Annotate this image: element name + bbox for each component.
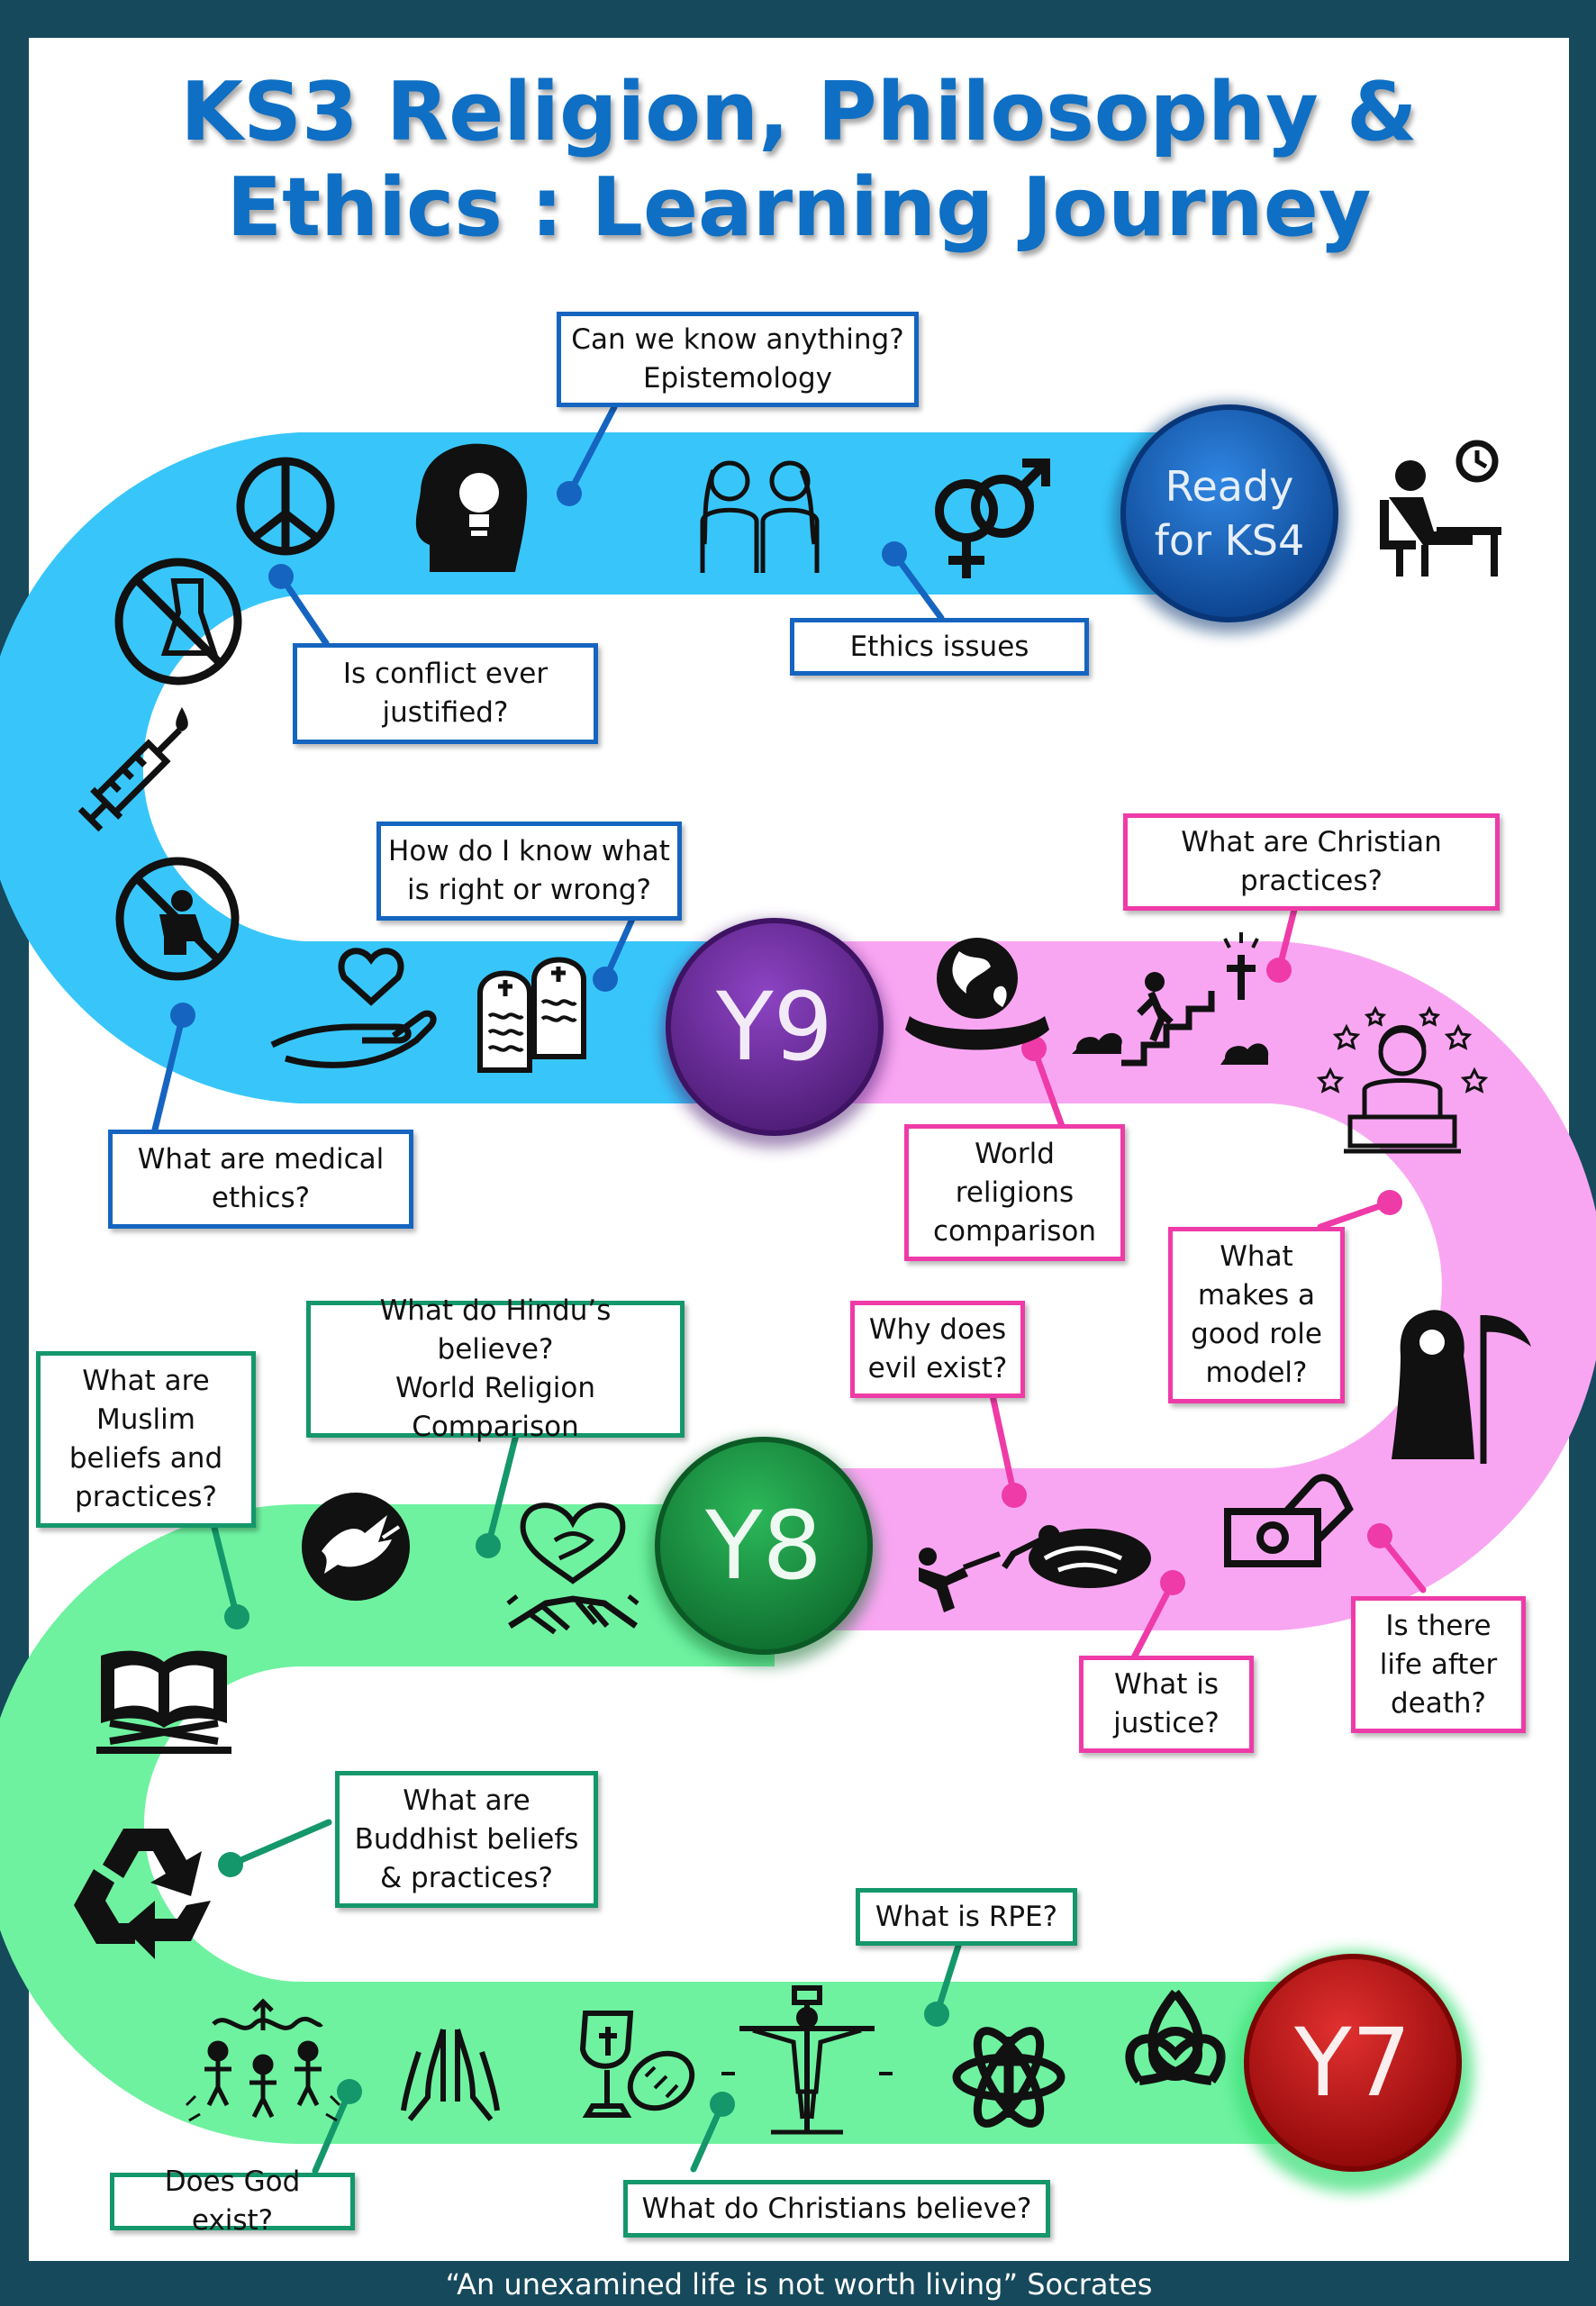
triquetra-icon	[1125, 1989, 1226, 2085]
label-rpe: What is RPE?	[856, 1888, 1077, 1946]
no-weapons-icon	[114, 558, 242, 685]
atom-cross-icon	[952, 2027, 1066, 2128]
year-9-label: Y9	[715, 972, 833, 1082]
label-epistemology: Can we know anything?Epistemology	[557, 312, 919, 407]
year-7-label: Y7	[1293, 2008, 1411, 2118]
conflict-scene-icon	[919, 1525, 1151, 1612]
money-hand-icon	[1224, 1474, 1354, 1567]
badge-ready-for-ks4: Ready for KS4	[1114, 403, 1345, 633]
crucifix-icon	[721, 1985, 893, 2135]
connector-god	[312, 2088, 353, 2174]
label-ethics-issues: Ethics issues	[790, 618, 1089, 676]
page-title-line-1: KS3 Religion, Philosophy &	[180, 65, 1418, 159]
ks4-label-line-1: Ready	[1165, 462, 1294, 511]
role-model-icon	[1316, 1005, 1489, 1154]
path-segment-year-7	[0, 1504, 1351, 2144]
connector-epistemology	[566, 404, 618, 497]
connector-dots	[170, 481, 1402, 2117]
commandment-tablets-icon	[477, 957, 586, 1073]
quran-book-icon	[96, 1650, 231, 1754]
badge-year-8: Y8	[650, 1437, 877, 1666]
recycle-cycle-icon	[74, 1829, 211, 1959]
connector-ethics-issues	[891, 550, 945, 622]
ks4-label-line-2: for KS4	[1155, 516, 1305, 565]
globe-in-hands-icon	[905, 938, 1049, 1050]
communion-chalice-icon	[579, 2011, 695, 2118]
droplet-icon	[176, 707, 188, 731]
label-god-exist: Does God exist?	[110, 2165, 355, 2237]
connector-medical	[151, 1012, 186, 1133]
connector-justice	[1129, 1579, 1176, 1663]
connector-world-religions	[1030, 1045, 1066, 1130]
heart-handshake-icon	[506, 1503, 639, 1635]
hand-heart-icon	[270, 948, 437, 1068]
person-at-desk-icon	[1380, 440, 1501, 576]
label-christians-believe: What do Christians believe?	[623, 2180, 1050, 2238]
connector-lines	[151, 404, 1427, 2174]
badge-year-9: Y9	[661, 918, 888, 1148]
path-segment-year-8	[766, 941, 1596, 1630]
stairs-to-cross-icon	[1072, 932, 1269, 1067]
journey-path	[0, 432, 1596, 2144]
icons	[74, 440, 1531, 2135]
page-title-line-2: Ethics : Learning Journey	[226, 160, 1372, 255]
syringe-icon	[77, 728, 182, 832]
path-segment-year-9	[0, 432, 1234, 1103]
connector-hindu	[485, 1431, 520, 1549]
badge-year-7: Y7	[1232, 1951, 1474, 2193]
grim-reaper-icon	[1392, 1310, 1531, 1464]
gender-symbols-icon	[935, 458, 1050, 578]
no-baby-icon	[115, 857, 240, 981]
idea-head-icon	[415, 443, 528, 572]
connector-conflict	[277, 573, 330, 647]
praying-hands-icon	[401, 2029, 500, 2121]
connector-buddhist	[227, 1819, 332, 1868]
year-8-label: Y8	[704, 1491, 822, 1601]
peace-icon	[236, 457, 335, 556]
peace-dove-icon	[302, 1493, 410, 1601]
socrates-quote: “An unexamined life is not worth living”…	[445, 2267, 1153, 2301]
connector-evil	[987, 1384, 1018, 1499]
worshippers-icon	[185, 1998, 341, 2122]
two-women-icon	[700, 460, 820, 573]
